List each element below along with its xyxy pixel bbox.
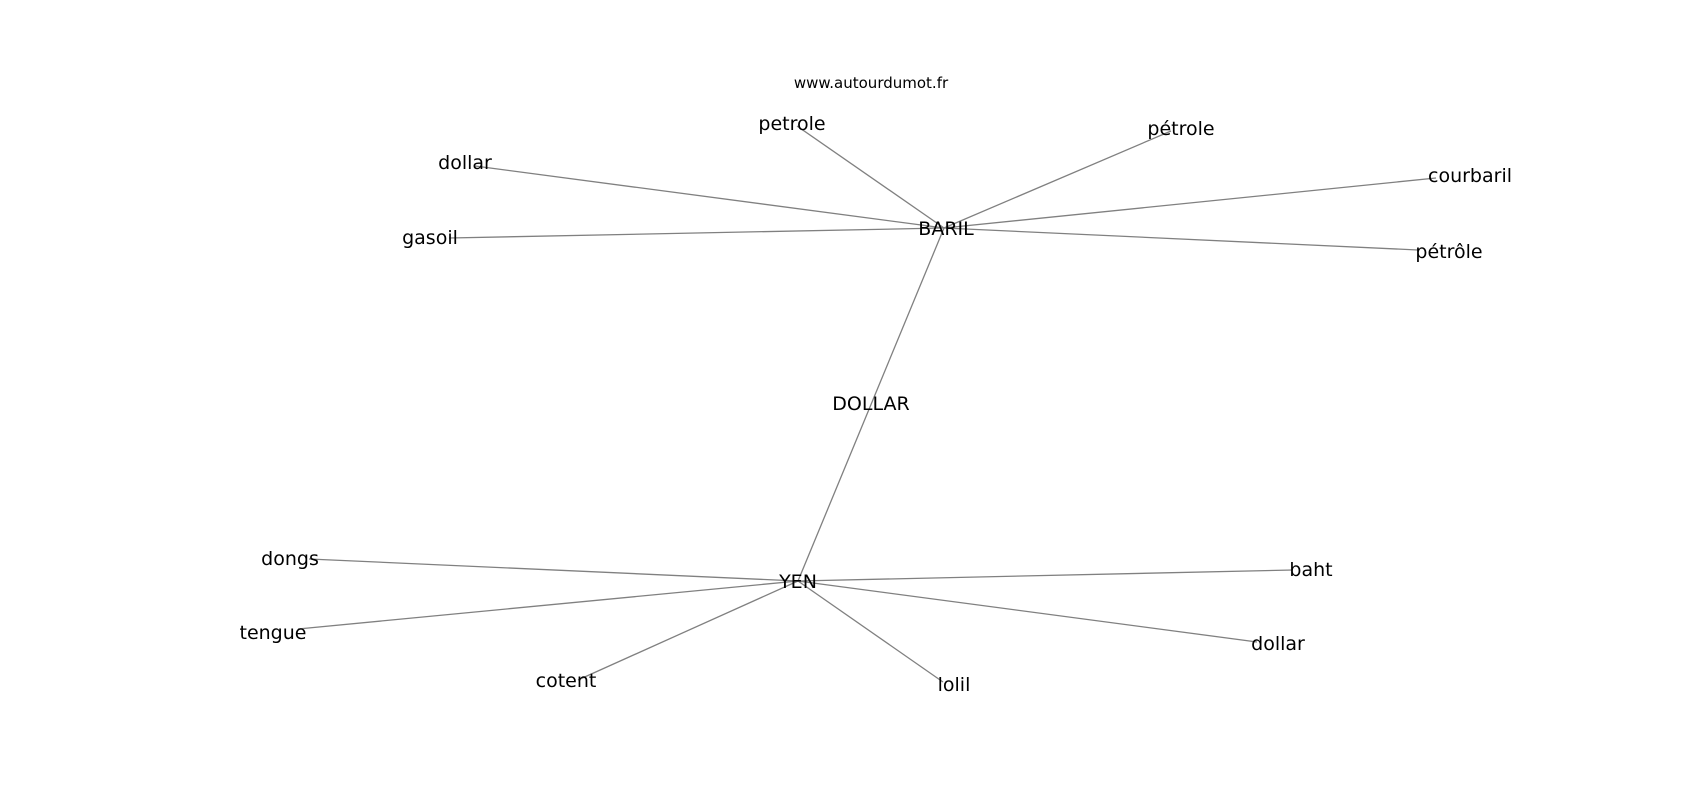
edge-yen-dongs [308,558,799,582]
edge-baril-dollar_left [474,165,945,229]
source-website-label: www.autourdumot.fr [794,74,949,92]
node-label-layer: DOLLAR BARIL YEN petrole pétrole dollar … [240,113,1512,696]
node-petrole[interactable]: petrole [758,113,825,135]
node-baht[interactable]: baht [1289,559,1332,581]
edge-yen-tengue [297,580,799,630]
edge-yen-cotent [577,580,799,681]
node-dollar-center[interactable]: DOLLAR [832,393,909,415]
node-tengue[interactable]: tengue [240,622,307,644]
edge-yen-baht [797,569,1294,582]
node-baril[interactable]: BARIL [918,218,974,240]
node-gasoil[interactable]: gasoil [402,227,458,249]
edge-yen-lolil [797,580,944,683]
edge-baril-courbaril [943,177,1437,229]
edge-baril-petrole_circ [943,227,1419,251]
node-petrole-circumflex[interactable]: pétrôle [1415,241,1482,263]
edge-baril-gasoil [448,227,945,239]
node-dongs[interactable]: dongs [261,548,319,570]
node-yen[interactable]: YEN [778,571,817,593]
node-cotent[interactable]: cotent [536,670,597,692]
node-petrole-accent[interactable]: pétrole [1147,118,1214,140]
edge-baril-petrole_accent [943,130,1172,229]
node-dollar-left[interactable]: dollar [438,152,492,174]
edge-layer [297,125,1437,683]
node-courbaril[interactable]: courbaril [1428,165,1512,187]
edge-yen-dollar_right [797,580,1258,643]
edge-baril-petrole [796,125,945,229]
node-dollar-right[interactable]: dollar [1251,633,1305,655]
node-lolil[interactable]: lolil [938,674,971,696]
edge-baril-yen [797,227,945,582]
